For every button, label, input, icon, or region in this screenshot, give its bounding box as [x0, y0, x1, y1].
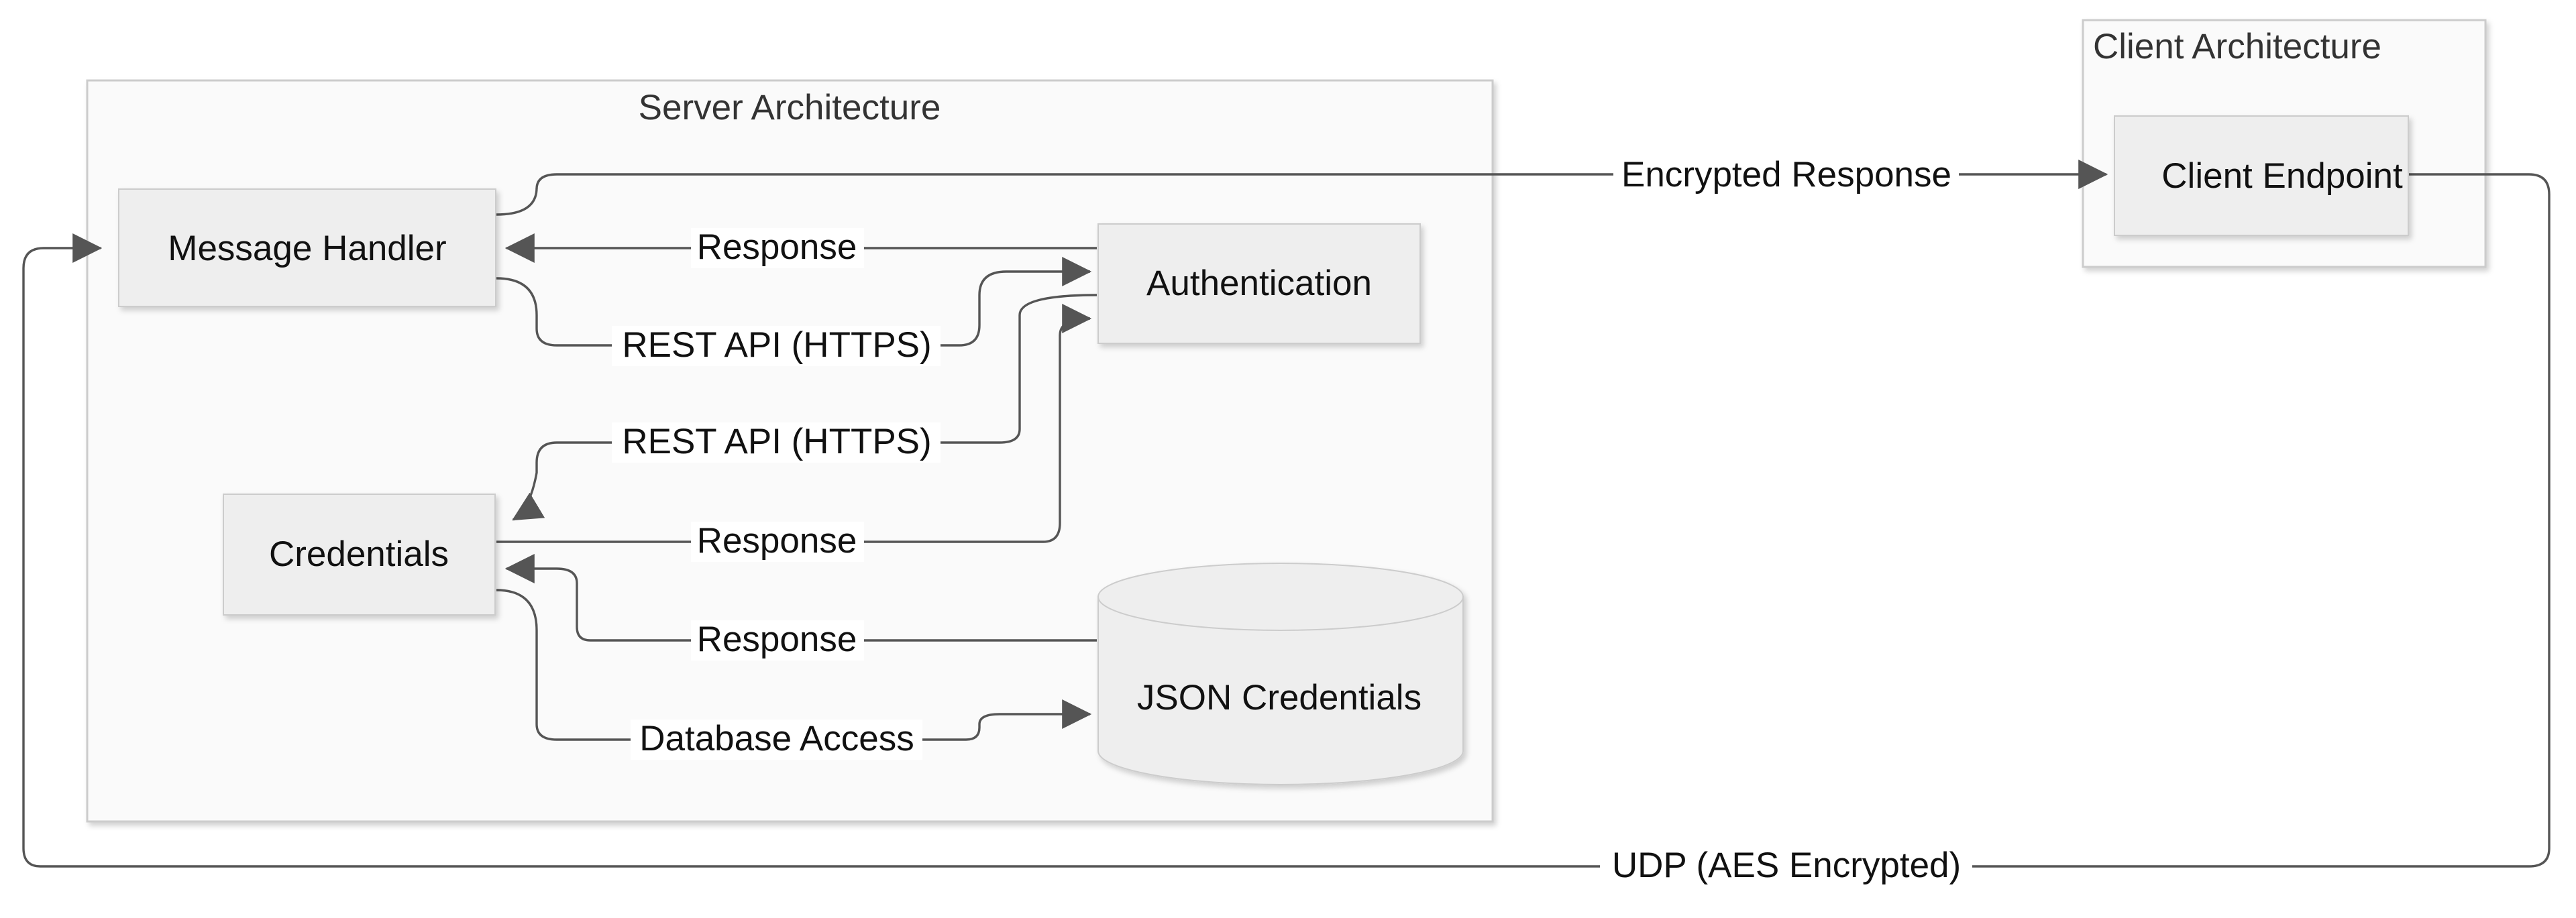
node-label-json-credentials: JSON Credentials [1137, 678, 1421, 718]
edges [22, 160, 2551, 868]
edge-db-response [504, 554, 1097, 642]
edge-label-db-response: Response [697, 620, 857, 659]
client-architecture-label: Client Architecture [2093, 27, 2381, 66]
node-label-message-handler: Message Handler [168, 229, 446, 268]
edge-label-udp: UDP (AES Encrypted) [1612, 846, 1961, 885]
edge-cred-response [496, 304, 1092, 543]
edge-handler-rest-api [496, 257, 1092, 347]
server-architecture-label: Server Architecture [639, 88, 941, 127]
node-client-endpoint[interactable]: Client Endpoint [2114, 115, 2409, 236]
edge-label-database-access: Database Access [639, 719, 914, 758]
edge-label-cred-response: Response [697, 521, 857, 561]
node-json-credentials[interactable]: JSON Credentials [1097, 563, 1464, 785]
edge-encrypted-response [496, 160, 2108, 216]
node-message-handler[interactable]: Message Handler [118, 188, 496, 307]
edge-label-encrypted-response: Encrypted Response [1621, 155, 1951, 194]
node-label-client-endpoint: Client Endpoint [2161, 156, 2403, 196]
node-credentials[interactable]: Credentials [223, 494, 496, 616]
node-label-authentication: Authentication [1146, 264, 1372, 303]
node-label-credentials: Credentials [269, 534, 449, 574]
edge-label-auth-response: Response [697, 227, 857, 267]
edge-labels: Encrypted Response Response REST API (HT… [612, 155, 1972, 886]
edge-database-access [496, 589, 1092, 741]
edge-cred-rest-api [512, 294, 1097, 521]
node-authentication[interactable]: Authentication [1097, 223, 1421, 344]
edge-label-cred-rest-api: REST API (HTTPS) [622, 422, 931, 461]
edge-udp [22, 173, 2551, 868]
edge-label-handler-rest-api: REST API (HTTPS) [622, 325, 931, 365]
